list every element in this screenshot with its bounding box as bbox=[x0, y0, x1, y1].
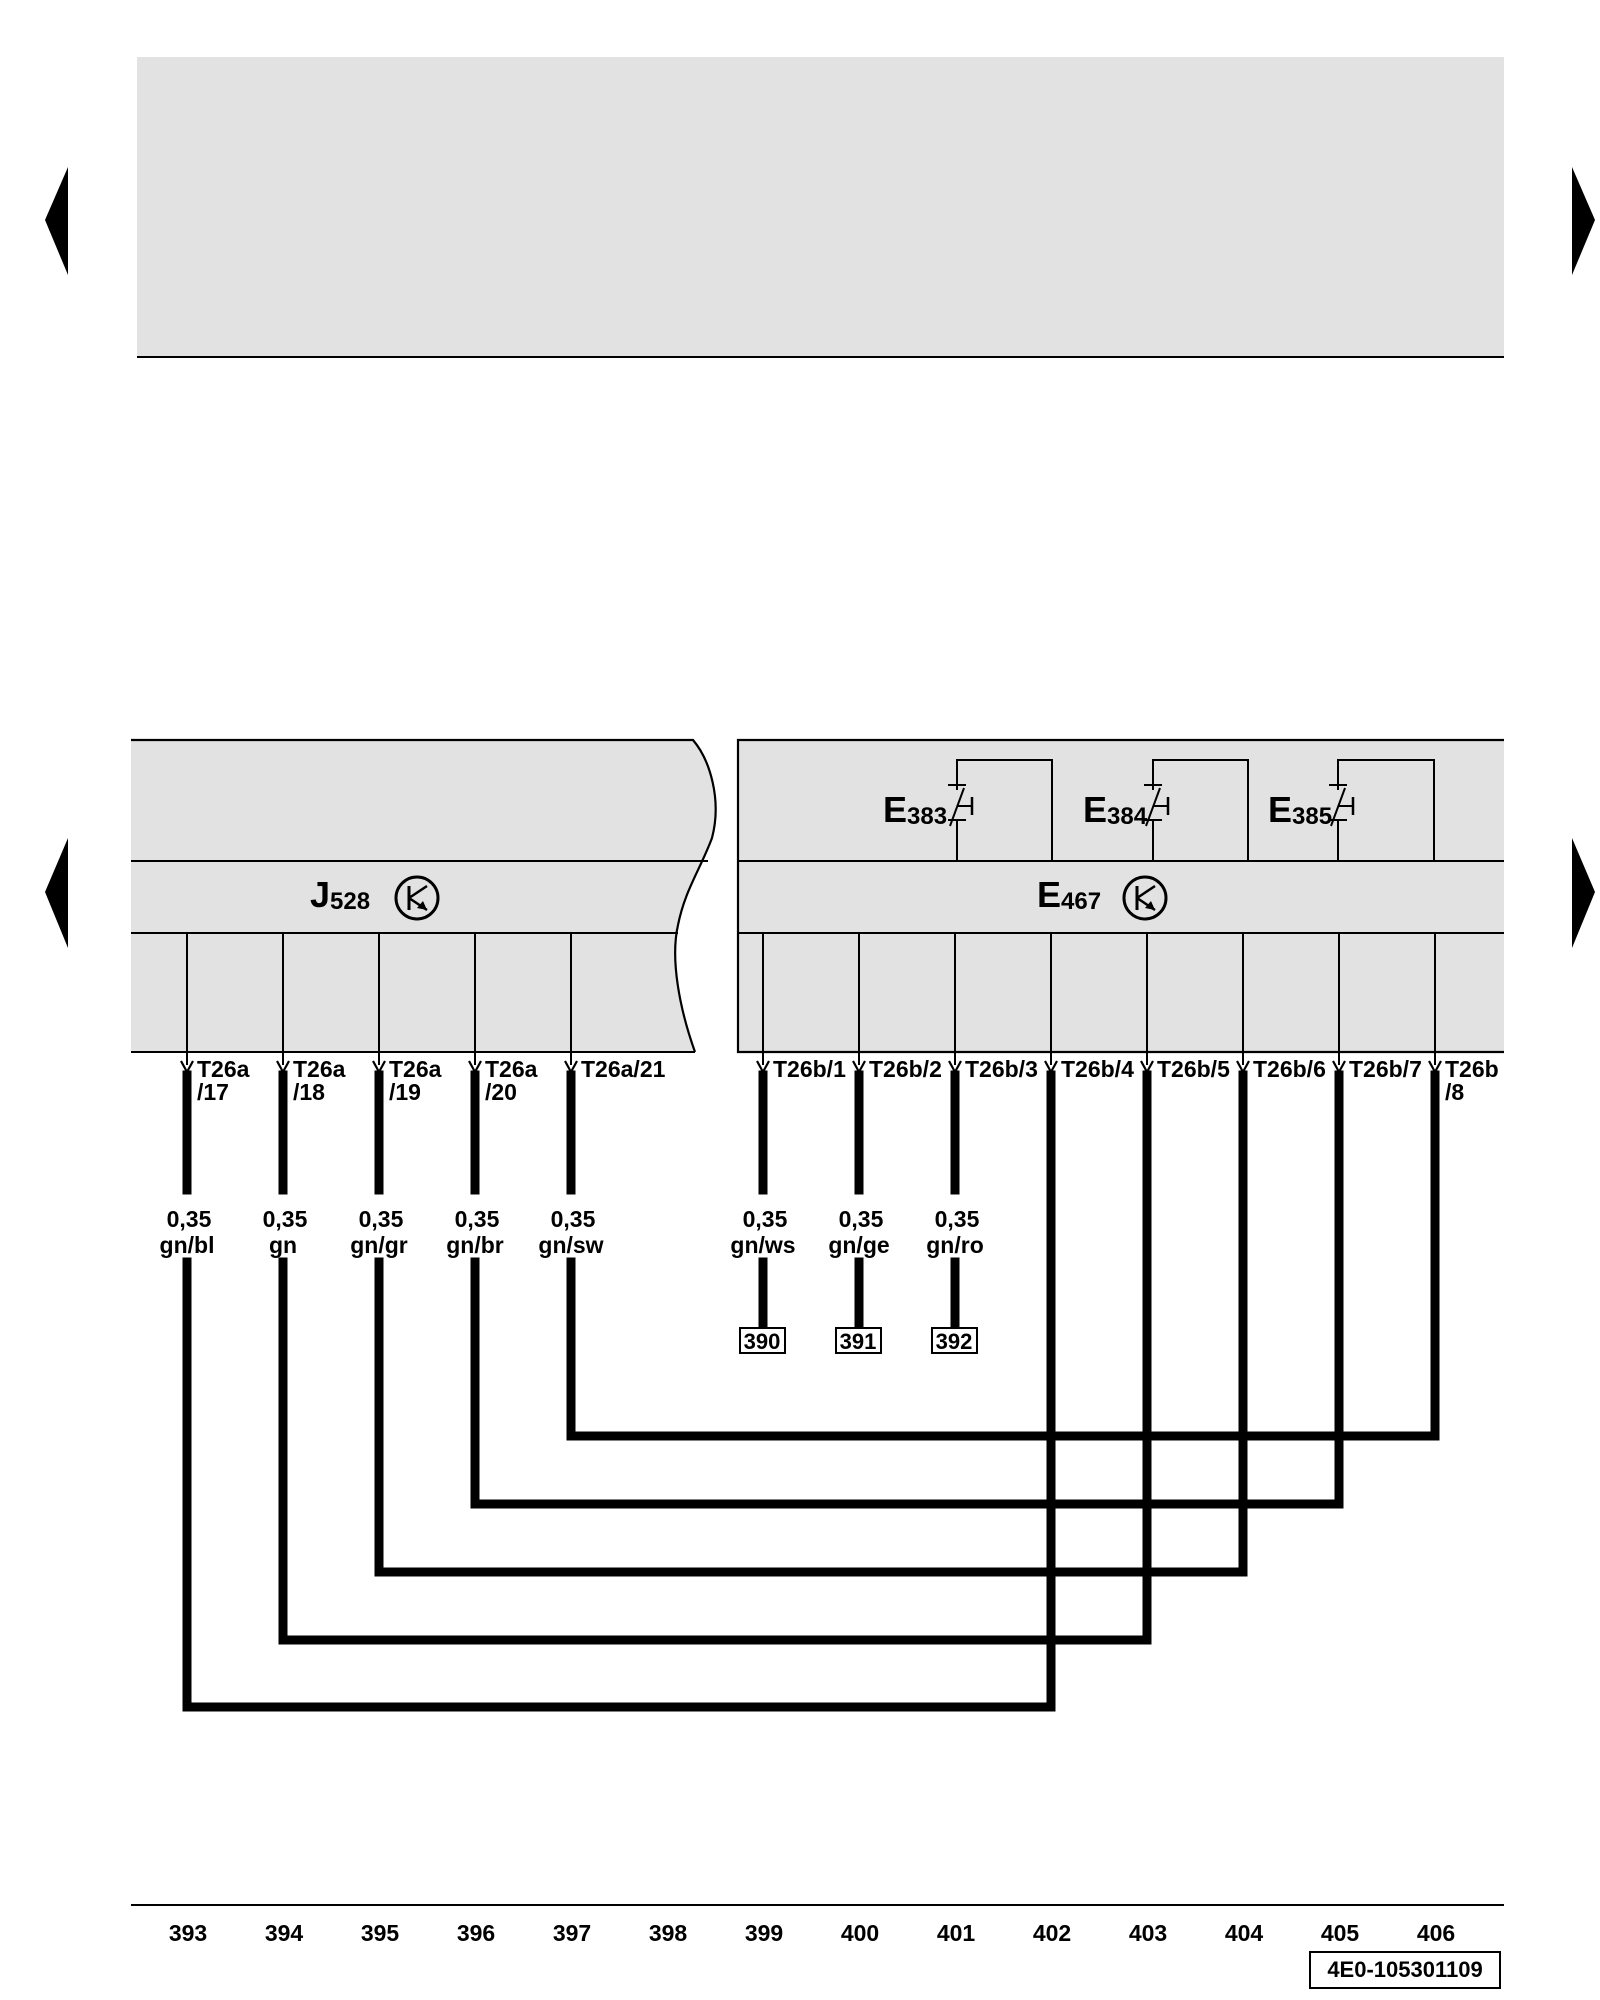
reference-boxes: 390 391 392 bbox=[739, 1327, 978, 1354]
pin-label: T26a bbox=[197, 1056, 250, 1082]
wire-labels: 0,35 gn/bl 0,35 gn 0,35 gn/gr 0,35 gn/br… bbox=[160, 1206, 984, 1258]
reference-label: 391 bbox=[840, 1329, 877, 1354]
switch-e383: E383 bbox=[883, 759, 1053, 861]
top-panel bbox=[137, 57, 1504, 357]
pin-label: /17 bbox=[197, 1079, 229, 1105]
column-number: 399 bbox=[745, 1920, 783, 1946]
pin-label: T26b/5 bbox=[1157, 1056, 1230, 1082]
column-number: 406 bbox=[1417, 1920, 1455, 1946]
reference-box bbox=[739, 1327, 786, 1354]
wire-color-label: gn bbox=[269, 1232, 297, 1258]
wire-size-label: 0,35 bbox=[263, 1206, 308, 1232]
wire-color-label: gn/gr bbox=[350, 1232, 408, 1258]
pin-label: T26a/21 bbox=[581, 1056, 666, 1082]
column-number: 396 bbox=[457, 1920, 495, 1946]
column-number: 403 bbox=[1129, 1920, 1167, 1946]
pin-label: T26b/6 bbox=[1253, 1056, 1326, 1082]
column-number: 400 bbox=[841, 1920, 879, 1946]
transistor-symbol-icon bbox=[394, 875, 440, 921]
wire-color-label: gn/br bbox=[446, 1232, 504, 1258]
e467-label: E467 bbox=[1037, 874, 1101, 915]
column-number: 393 bbox=[169, 1920, 207, 1946]
wire-gn bbox=[278, 1070, 1152, 1645]
e467-pin-labels: T26b/1 T26b/2 T26b/3 T26b/4 T26b/5 T26b/… bbox=[773, 1056, 1499, 1105]
svg-text:E383: E383 bbox=[883, 789, 947, 830]
column-index: 393 394 395 396 397 398 399 400 401 402 … bbox=[169, 1920, 1455, 1946]
pin-label: /18 bbox=[293, 1079, 325, 1105]
column-number: 394 bbox=[265, 1920, 304, 1946]
column-number: 395 bbox=[361, 1920, 400, 1946]
pin-label: T26b/7 bbox=[1349, 1056, 1422, 1082]
pin-label: T26a bbox=[389, 1056, 442, 1082]
pin-label: /19 bbox=[389, 1079, 421, 1105]
wire-color-label: gn/ro bbox=[926, 1232, 984, 1258]
wire-gn-br bbox=[470, 1070, 1344, 1509]
j528-component bbox=[131, 738, 717, 1053]
wires bbox=[182, 1070, 1440, 1712]
wire-color-label: gn/bl bbox=[160, 1232, 215, 1258]
pin-label: T26a bbox=[485, 1056, 538, 1082]
svg-text:E385: E385 bbox=[1268, 789, 1332, 830]
column-number: 397 bbox=[553, 1920, 591, 1946]
triangle-right-icon[interactable] bbox=[1572, 838, 1595, 948]
svg-text:E384: E384 bbox=[1083, 789, 1148, 830]
j528-label: J528 bbox=[310, 874, 370, 915]
reference-box bbox=[931, 1327, 978, 1354]
wire-color-label: gn/ge bbox=[828, 1232, 889, 1258]
push-switch-icon bbox=[1144, 784, 1170, 827]
wire-color-label: gn/ws bbox=[730, 1232, 795, 1258]
column-number: 401 bbox=[937, 1920, 976, 1946]
pin-label: T26b bbox=[1445, 1056, 1499, 1082]
reference-label: 390 bbox=[744, 1329, 781, 1354]
column-number: 404 bbox=[1225, 1920, 1264, 1946]
doc-id: 4E0-105301109 bbox=[1327, 1957, 1482, 1982]
triangle-left-icon[interactable] bbox=[45, 838, 68, 948]
e467-component bbox=[736, 738, 1504, 1054]
pin-label: T26b/1 bbox=[773, 1056, 846, 1082]
j528-pin-labels: T26a /17 T26a /18 T26a /19 T26a /20 T26a… bbox=[197, 1056, 666, 1105]
triangle-left-icon[interactable] bbox=[45, 167, 68, 275]
pin-label: /8 bbox=[1445, 1079, 1464, 1105]
wire-gn-gr bbox=[374, 1070, 1248, 1577]
pin-label: T26b/3 bbox=[965, 1056, 1038, 1082]
wire-size-label: 0,35 bbox=[839, 1206, 884, 1232]
wire-size-label: 0,35 bbox=[455, 1206, 500, 1232]
switch-e385: E385 bbox=[1268, 759, 1435, 861]
transistor-symbol-icon bbox=[1122, 875, 1168, 921]
column-number: 398 bbox=[649, 1920, 688, 1946]
pin-label: /20 bbox=[485, 1079, 517, 1105]
pin-label: T26a bbox=[293, 1056, 346, 1082]
wire-size-label: 0,35 bbox=[935, 1206, 980, 1232]
push-switch-icon bbox=[948, 784, 974, 827]
wire-gn-bl bbox=[182, 1070, 1056, 1712]
reference-box bbox=[835, 1327, 882, 1354]
wire-size-label: 0,35 bbox=[359, 1206, 404, 1232]
switch-e384: E384 bbox=[1083, 759, 1249, 861]
triangle-right-icon[interactable] bbox=[1572, 167, 1595, 275]
wire-color-label: gn/sw bbox=[538, 1232, 603, 1258]
internal-pin-lines bbox=[186, 933, 1436, 1065]
wire-size-label: 0,35 bbox=[167, 1206, 212, 1232]
wire-size-label: 0,35 bbox=[551, 1206, 596, 1232]
column-number: 405 bbox=[1321, 1920, 1360, 1946]
doc-id-box bbox=[1309, 1951, 1501, 1989]
wire-gn-sw bbox=[566, 1070, 1440, 1441]
push-switch-icon bbox=[1329, 784, 1355, 827]
wire-size-label: 0,35 bbox=[743, 1206, 788, 1232]
pin-label: T26b/2 bbox=[869, 1056, 942, 1082]
pin-label: T26b/4 bbox=[1061, 1056, 1134, 1082]
column-number: 402 bbox=[1033, 1920, 1071, 1946]
reference-label: 392 bbox=[936, 1329, 973, 1354]
